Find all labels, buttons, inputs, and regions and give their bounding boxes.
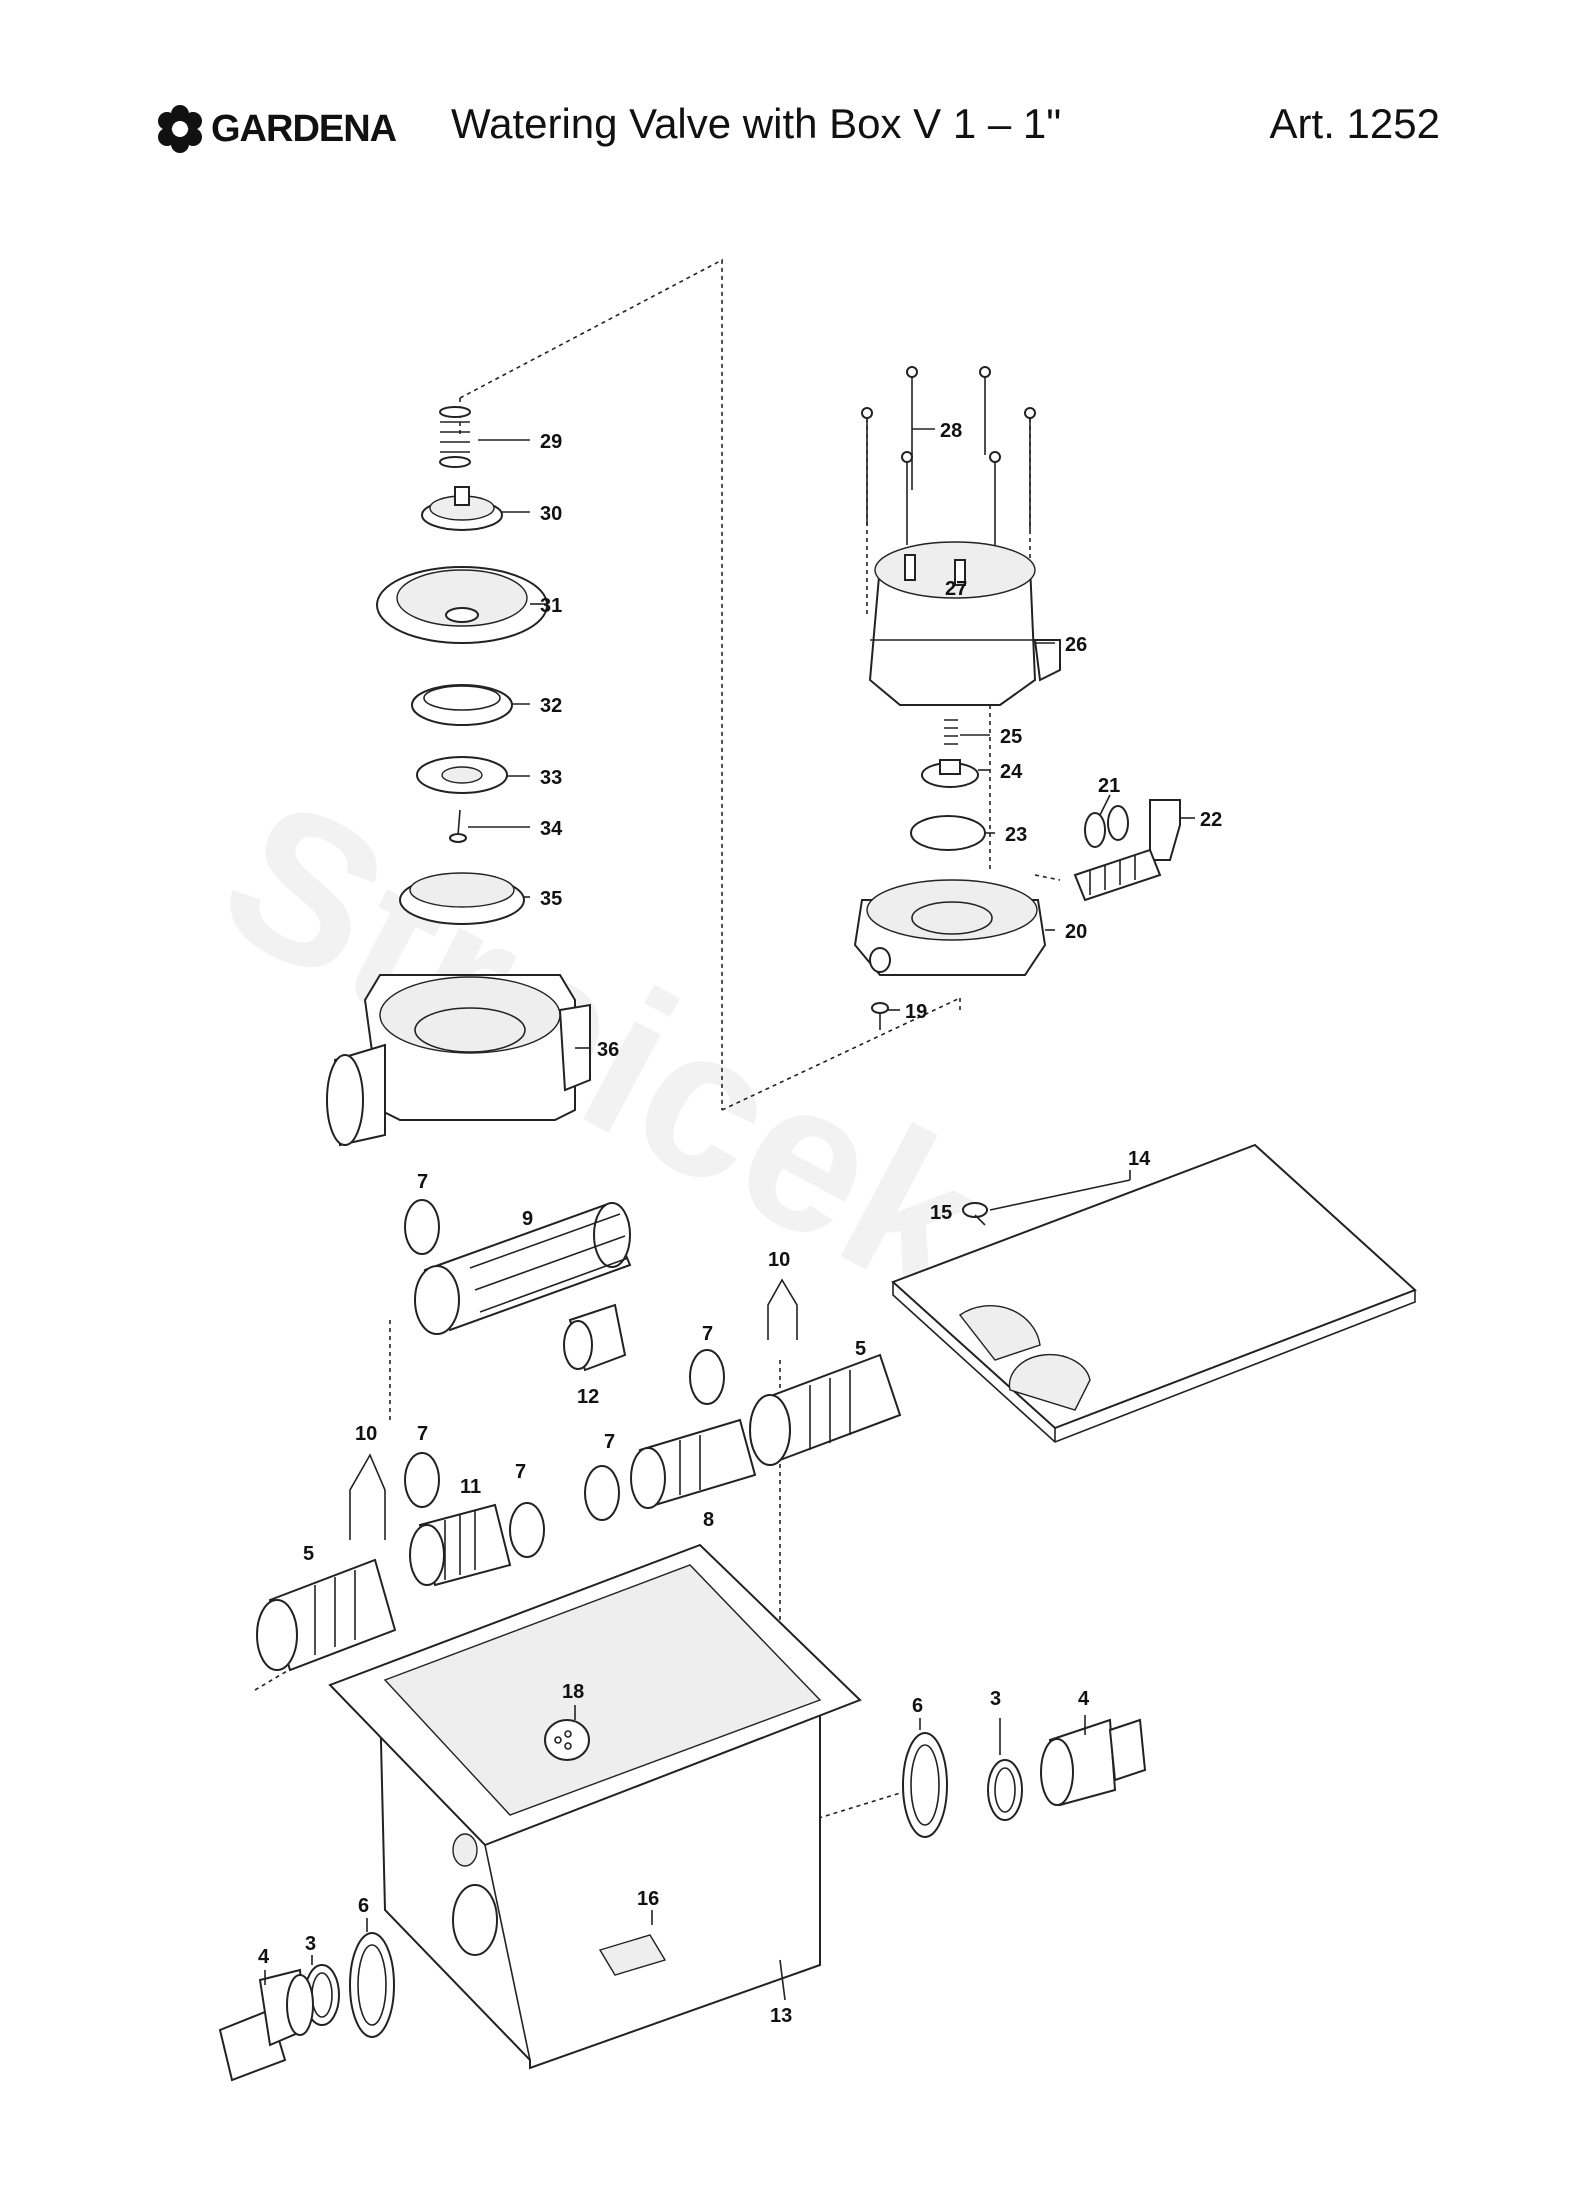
part-label-33: 33 <box>540 767 562 789</box>
part-16-plate <box>598 1934 667 1976</box>
part-25-spring <box>944 719 958 745</box>
part-label-5-b: 5 <box>303 1543 314 1565</box>
part-19-screw <box>871 1002 889 1030</box>
part-label-14: 14 <box>1128 1148 1151 1170</box>
header: GARDENA Watering Valve with Box V 1 – 1"… <box>155 96 1440 166</box>
part-6-union-nuts <box>349 1732 948 2038</box>
article-number: Art. 1252 <box>1269 100 1440 147</box>
part-36-valve-body <box>326 974 591 1147</box>
part-label-16: 16 <box>637 1888 659 1910</box>
part-18-plug <box>544 1719 590 1761</box>
part-label-12: 12 <box>577 1386 599 1408</box>
part-number-labels: 29 30 31 32 33 34 35 36 28 27 26 25 24 2… <box>258 420 1222 2027</box>
part-7-orings <box>404 1199 725 1558</box>
part-label-3-b: 3 <box>305 1933 316 1955</box>
part-28-screws <box>861 366 1036 545</box>
part-label-35: 35 <box>540 888 562 910</box>
part-4-connectors <box>218 1718 1147 2082</box>
part-label-4-a: 4 <box>1078 1688 1090 1710</box>
part-label-11: 11 <box>460 1476 481 1498</box>
part-34-screw <box>449 809 467 843</box>
part-label-9: 9 <box>522 1208 533 1230</box>
part-label-20: 20 <box>1065 921 1087 943</box>
part-label-7-c: 7 <box>417 1423 428 1445</box>
part-11-connector <box>409 1503 512 1587</box>
part-35-nut-ring <box>399 872 525 925</box>
part-label-13: 13 <box>770 2005 792 2027</box>
brand-logo: GARDENA <box>155 104 397 154</box>
part-5-couplings <box>256 1353 902 1672</box>
part-label-24: 24 <box>1000 761 1023 783</box>
part-24-plunger <box>921 759 979 788</box>
leader-lines <box>264 428 1195 2001</box>
part-label-23: 23 <box>1005 824 1027 846</box>
part-label-21: 21 <box>1098 775 1120 797</box>
part-label-18: 18 <box>562 1681 584 1703</box>
part-26-housing-top <box>868 541 1061 706</box>
part-14-lid <box>891 1143 1417 1443</box>
part-label-10-b: 10 <box>355 1423 377 1445</box>
part-15-key <box>962 1202 988 1226</box>
part-12-nut <box>563 1303 627 1372</box>
brand-name: GARDENA <box>211 107 397 150</box>
part-label-26: 26 <box>1065 634 1087 656</box>
part-label-3-a: 3 <box>990 1688 1001 1710</box>
part-9-filter <box>414 1202 632 1335</box>
part-label-7-b: 7 <box>702 1323 713 1345</box>
document-title: Watering Valve with Box V 1 – 1" <box>451 100 1062 147</box>
part-label-19: 19 <box>905 1001 927 1023</box>
part-label-10-a: 10 <box>768 1249 790 1271</box>
part-label-6-a: 6 <box>912 1695 923 1717</box>
part-label-29: 29 <box>540 431 562 453</box>
part-31-cover <box>376 566 548 644</box>
part-label-30: 30 <box>540 503 562 525</box>
part-label-27: 27 <box>945 578 967 600</box>
part-13-box <box>328 1543 862 2070</box>
part-label-8: 8 <box>703 1509 714 1531</box>
part-33-diaphragm <box>416 756 508 794</box>
part-label-34: 34 <box>540 818 563 840</box>
part-label-4-b: 4 <box>258 1946 270 1968</box>
part-32-ring <box>411 684 513 726</box>
part-label-5-a: 5 <box>855 1338 866 1360</box>
part-label-28: 28 <box>940 420 962 442</box>
part-8-connector <box>630 1418 757 1509</box>
gardena-flower-icon <box>158 105 202 153</box>
part-20-housing-bottom <box>853 879 1047 976</box>
part-29-spring <box>439 406 471 468</box>
part-label-22: 22 <box>1200 809 1222 831</box>
part-30-cap <box>421 486 503 531</box>
part-21-22-knob-assembly <box>1073 799 1181 902</box>
part-label-7-d: 7 <box>604 1431 615 1453</box>
part-23-disc <box>910 815 986 851</box>
part-label-25: 25 <box>1000 726 1022 748</box>
part-label-7-e: 7 <box>515 1461 526 1483</box>
part-label-31: 31 <box>540 595 562 617</box>
part-label-36: 36 <box>597 1039 619 1061</box>
part-label-32: 32 <box>540 695 562 717</box>
part-label-7-a: 7 <box>417 1171 428 1193</box>
part-label-15: 15 <box>930 1202 952 1224</box>
part-10-clips <box>349 1278 798 1540</box>
part-label-6-b: 6 <box>358 1895 369 1917</box>
